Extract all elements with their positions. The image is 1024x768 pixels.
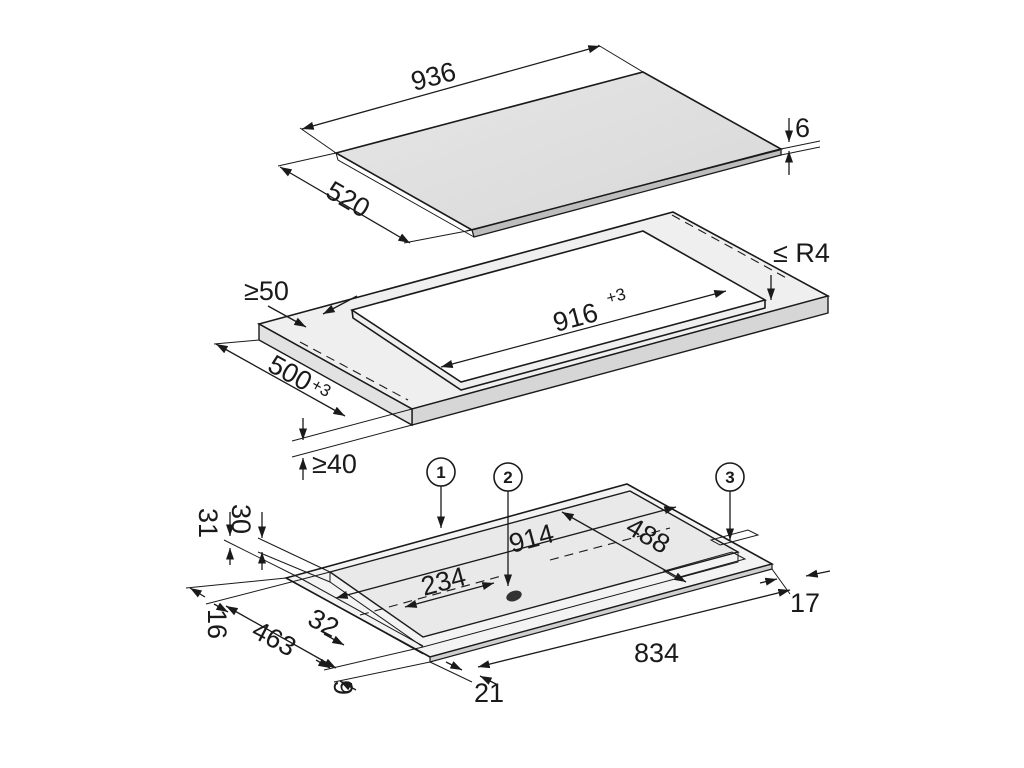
callout-1: 1 xyxy=(426,457,456,528)
callout-2-label: 2 xyxy=(503,468,512,487)
dim-31-label: 31 xyxy=(193,508,223,538)
dim-9-label: 9 xyxy=(328,680,358,695)
dim-936-label: 936 xyxy=(408,56,459,97)
dim-30-label: 30 xyxy=(226,504,256,534)
dim-17-label: 17 xyxy=(790,588,820,618)
dim-916-tol: +3 xyxy=(604,284,628,307)
dim-ge40-label: ≥40 xyxy=(312,449,357,479)
worktop-cutout-view: ≥50 916 +3 ≤ R4 500 +3 ≥40 xyxy=(213,211,831,480)
cooktop-bottom-view: 1 2 3 30 31 914 488 234 xyxy=(185,457,831,708)
cooktop-top-view: 936 520 6 xyxy=(277,44,821,244)
dim-32-label: 32 xyxy=(303,603,344,644)
dim-21-label: 21 xyxy=(474,678,504,708)
dim-16-label: 16 xyxy=(202,609,232,639)
dim-834-label: 834 xyxy=(634,638,679,668)
dim-520-label: 520 xyxy=(321,175,375,224)
callout-1-label: 1 xyxy=(436,463,445,482)
glass-surface xyxy=(333,71,784,231)
dim-r4-label: ≤ R4 xyxy=(773,238,830,268)
callout-3-label: 3 xyxy=(725,468,734,487)
dim-6-label: 6 xyxy=(795,113,810,143)
dim-ge50-label: ≥50 xyxy=(244,276,289,306)
callout-3: 3 xyxy=(715,462,745,540)
